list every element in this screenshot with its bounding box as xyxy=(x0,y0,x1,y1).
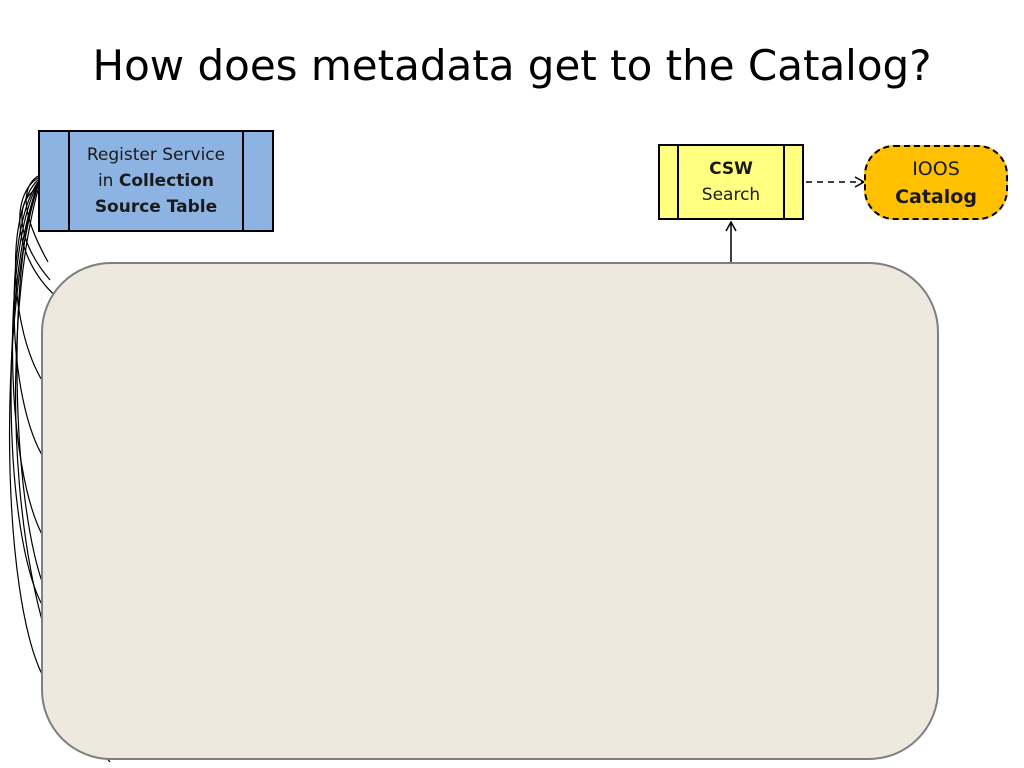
slide-title: How does metadata get to the Catalog? xyxy=(92,41,932,90)
ioos-catalog-box: IOOS Catalog xyxy=(864,145,1008,220)
csw-search-label: CSW Search xyxy=(702,156,760,208)
process-bar-left xyxy=(677,146,679,218)
fan-line xyxy=(8,185,46,681)
register-line1: Register Service xyxy=(86,145,226,165)
fan-line xyxy=(21,187,51,281)
csw-line2: Search xyxy=(701,185,761,205)
process-bar-right xyxy=(242,132,244,230)
register-service-label: Register Service in Collection Source Ta… xyxy=(57,142,255,220)
central-panel xyxy=(41,262,939,760)
ioos-catalog-label: IOOS Catalog xyxy=(895,155,977,211)
process-bar-right xyxy=(783,146,785,218)
ioos-line2: Catalog xyxy=(895,185,977,208)
register-line2-prefix: in xyxy=(97,171,119,191)
fan-line xyxy=(16,183,46,591)
fan-line xyxy=(25,175,49,263)
fan-line xyxy=(10,184,46,611)
process-bar-left xyxy=(68,132,70,230)
register-line3-bold: Source Table xyxy=(94,197,218,217)
fan-line xyxy=(11,182,46,541)
csw-search-box: CSW Search xyxy=(658,144,804,220)
register-service-box: Register Service in Collection Source Ta… xyxy=(38,130,274,232)
ioos-line1: IOOS xyxy=(912,157,960,180)
register-line2-bold: Collection xyxy=(118,171,215,191)
csw-line1: CSW xyxy=(709,159,753,179)
